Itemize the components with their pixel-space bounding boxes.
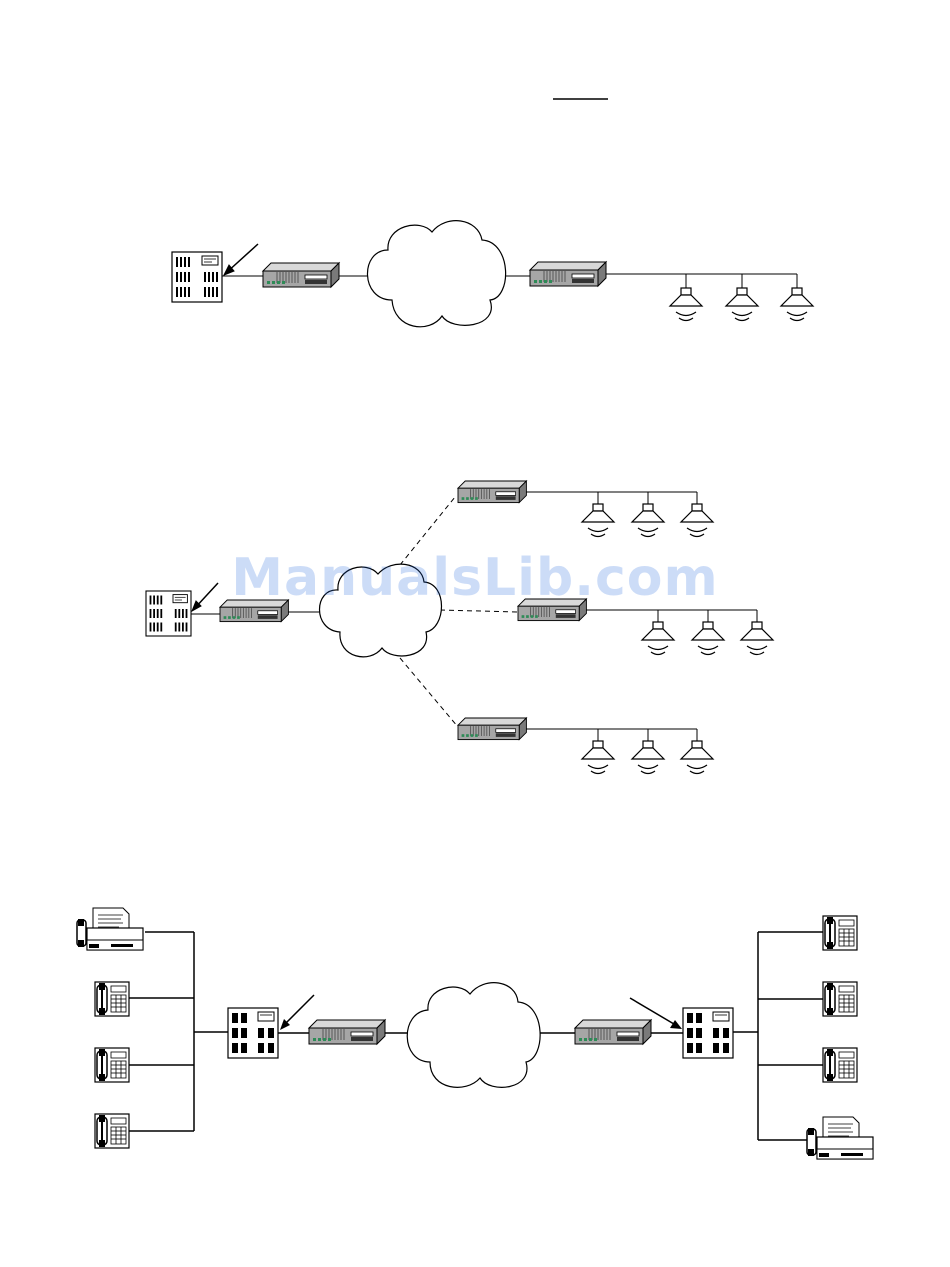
speaker-icon (726, 288, 758, 321)
fax-icon (807, 1117, 873, 1159)
watermark: ManualsLib.com (0, 548, 950, 608)
speaker-icon (632, 741, 664, 774)
phone-icon (823, 916, 857, 950)
speaker-icon (582, 504, 614, 537)
gateway-icon (530, 262, 606, 286)
speaker-icon (670, 288, 702, 321)
speaker-icon (582, 741, 614, 774)
fax-icon (77, 908, 143, 950)
ip-network-cloud (407, 983, 540, 1088)
gateway-icon (575, 1020, 651, 1044)
speaker-icon (692, 622, 724, 655)
speaker-icon (642, 622, 674, 655)
speaker-icon (781, 288, 813, 321)
pbx-icon (683, 1008, 733, 1058)
speaker-icon (632, 504, 664, 537)
ip-network-cloud (367, 221, 505, 327)
speaker-icon (681, 504, 713, 537)
pbx-icon (172, 252, 222, 302)
gateway-icon (309, 1020, 385, 1044)
speaker-icon (741, 622, 773, 655)
phone-icon (823, 1048, 857, 1082)
phone-icon (95, 982, 129, 1016)
phone-icon (823, 982, 857, 1016)
phone-icon (95, 1114, 129, 1148)
phone-icon (95, 1048, 129, 1082)
pbx-icon (228, 1008, 278, 1058)
gateway-icon (458, 481, 526, 503)
speaker-icon (681, 741, 713, 774)
gateway-icon (458, 718, 526, 740)
gateway-icon (263, 263, 339, 287)
